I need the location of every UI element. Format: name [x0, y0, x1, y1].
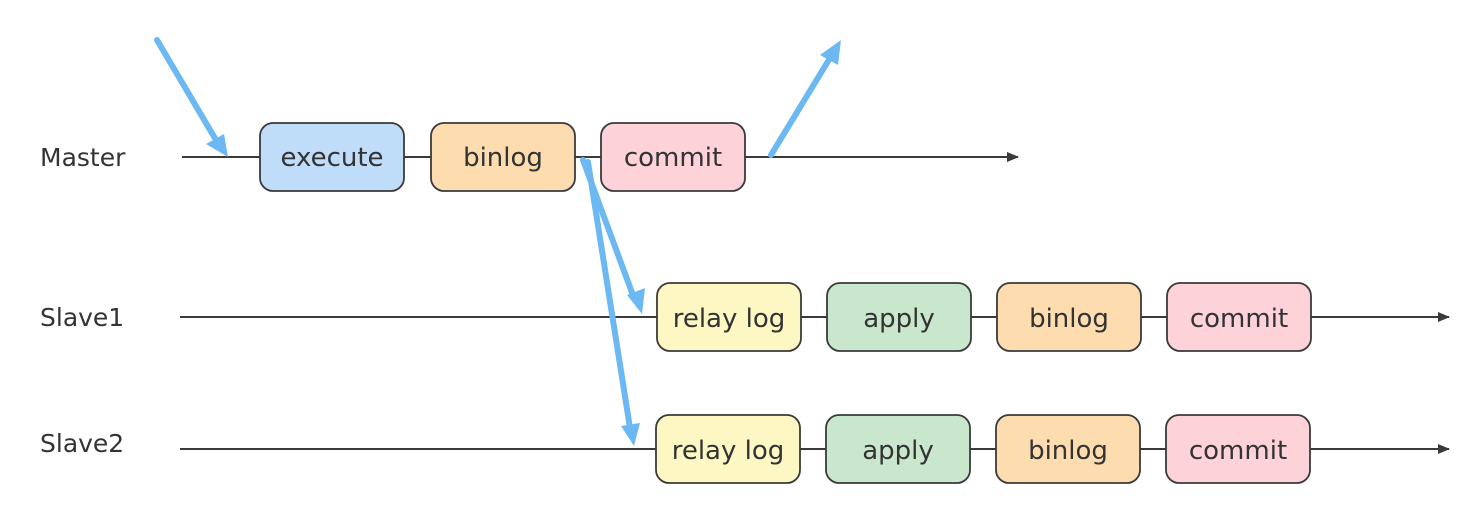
row-label-master: Master [40, 143, 126, 172]
stage-label: binlog [1028, 436, 1108, 466]
master-stage-execute: execute [259, 122, 405, 192]
stage-label: relay log [673, 304, 786, 334]
stage-box [259, 122, 405, 192]
stage-label: apply [863, 304, 935, 334]
slave1-stage-relay-log: relay log [656, 282, 802, 352]
slave2-stage-commit: commit [1165, 414, 1311, 484]
incoming-request-arrow [154, 37, 228, 157]
stage-label: apply [862, 436, 934, 466]
stage-label: binlog [1029, 304, 1109, 334]
stage-label: commit [624, 143, 722, 173]
stage-box [656, 282, 802, 352]
master-stage-binlog: binlog [430, 122, 576, 192]
slave2-stage-binlog: binlog [995, 414, 1141, 484]
stage-box [655, 414, 801, 484]
master-stage-commit: commit [600, 122, 746, 192]
stage-box [826, 282, 972, 352]
stage-box [825, 414, 971, 484]
row-label-slave1: Slave1 [40, 303, 124, 332]
slave1-stage-binlog: binlog [996, 282, 1142, 352]
stage-label: commit [1190, 304, 1288, 334]
replicate-to-slave2-arrow [585, 159, 640, 446]
stage-label: binlog [463, 143, 543, 173]
slave1-stage-commit: commit [1166, 282, 1312, 352]
response-arrow [768, 40, 841, 158]
stage-label: commit [1189, 436, 1287, 466]
slave2-stage-relay-log: relay log [655, 414, 801, 484]
stage-box [995, 414, 1141, 484]
stage-box [1165, 414, 1311, 484]
slave1-stage-apply: apply [826, 282, 972, 352]
row-label-slave2: Slave2 [40, 429, 124, 458]
slave2-stage-apply: apply [825, 414, 971, 484]
stage-label: relay log [672, 436, 785, 466]
stage-box [600, 122, 746, 192]
stage-label: execute [280, 143, 383, 173]
stage-box [1166, 282, 1312, 352]
stage-box [996, 282, 1142, 352]
stage-box [430, 122, 576, 192]
